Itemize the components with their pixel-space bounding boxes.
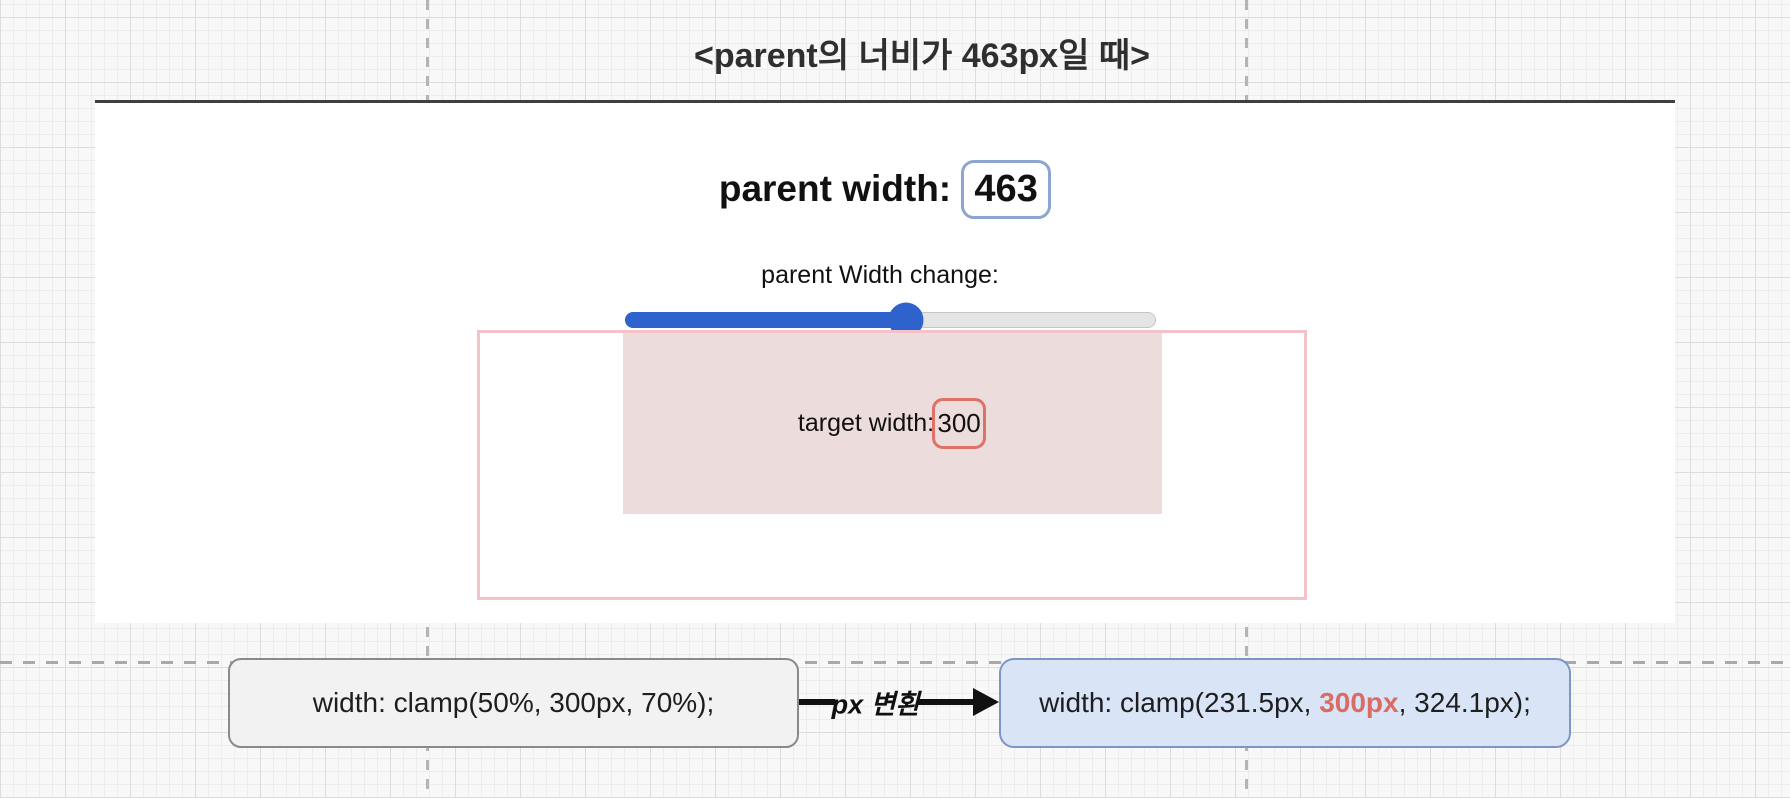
code-before-text: width: clamp(50%, 300px, 70%); [312,687,715,718]
code-box-before: width: clamp(50%, 300px, 70%); [228,658,799,748]
parent-width-label: parent width: [718,168,952,209]
slider-fill [625,312,907,328]
target-width-value: 300 [932,398,987,449]
code-after-highlight: 300px [1319,687,1399,718]
code-after-prefix: width: clamp(231.5px, [1039,687,1320,718]
parent-width-input[interactable]: 463 [961,159,1052,219]
demo-panel: parent width: 463 parent Width change: t… [95,100,1675,623]
code-after-suffix: , 324.1px); [1398,687,1531,718]
horizontal-dashed-guide [0,661,1790,664]
arrow-label: px 변환 [831,689,921,720]
parent-width-row: parent width: 463 [95,158,1675,220]
arrow-line-right [918,699,974,705]
target-width-label: target width: [797,409,935,437]
parent-width-slider[interactable] [625,302,1156,338]
code-after-text: width: clamp(231.5px, 300px, 324.1px); [1039,687,1531,719]
parent-element-box: target width:300 [477,330,1307,600]
target-element-box: target width:300 [622,333,1162,514]
page-title: <parent의 너비가 463px일 때> [693,37,1151,75]
code-box-after: width: clamp(231.5px, 300px, 324.1px); [999,658,1571,748]
slider-label: parent Width change: [761,261,999,289]
arrow-line-left [799,699,835,705]
arrow-head-icon [973,688,999,716]
